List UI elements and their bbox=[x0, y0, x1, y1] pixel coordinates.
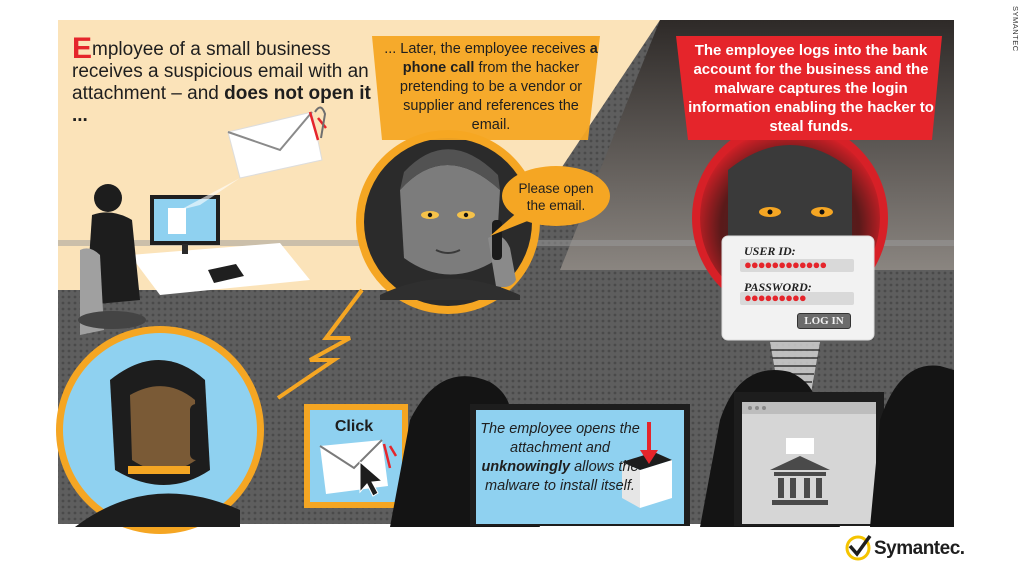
malware-caption-text-1: The employee opens the attachment and bbox=[480, 421, 640, 456]
phone-caption-text-2: from the hacker pretending to be a vendo… bbox=[399, 60, 583, 133]
intro-text-bold: does not open it ... bbox=[72, 83, 371, 126]
speech-bubble-text: Please open the email. bbox=[518, 181, 594, 213]
password-field[interactable]: ●●●●●●●●● bbox=[740, 292, 854, 305]
brand-name: Symantec. bbox=[874, 538, 965, 559]
bank-caption: The employee logs into the bank account … bbox=[682, 41, 940, 136]
malware-caption-text-2: allows the malware to install itself. bbox=[485, 459, 639, 494]
desk-scene bbox=[78, 184, 310, 335]
box-download-icon bbox=[622, 422, 672, 508]
login-button[interactable]: LOG IN bbox=[797, 313, 851, 329]
click-window bbox=[304, 404, 408, 508]
bank-caption-bold: steal funds. bbox=[769, 118, 853, 135]
phone-caption-text-1: ... Later, the employee receives bbox=[384, 41, 590, 57]
phone-caller-portrait bbox=[356, 130, 540, 314]
speech-bubble bbox=[490, 166, 610, 236]
click-label: Click bbox=[334, 418, 374, 435]
phone-call-caption: ... Later, the employee receives a phone… bbox=[382, 40, 600, 135]
cursor-icon bbox=[359, 460, 384, 497]
woman-on-phone-portrait bbox=[56, 326, 264, 534]
phone-caption-bold: a phone call bbox=[402, 41, 598, 76]
bank-caption-text: The employee logs into the bank account … bbox=[688, 42, 934, 116]
lightning-icon bbox=[276, 288, 364, 400]
password-label: PASSWORD: bbox=[744, 280, 812, 294]
bank-caption-banner bbox=[676, 36, 942, 140]
intro-caption: Employee of a small business receives a … bbox=[72, 34, 372, 127]
bank-icon bbox=[770, 456, 830, 505]
malware-caption-bold: unknowingly bbox=[481, 459, 571, 475]
intro-drop-letter: E bbox=[72, 32, 93, 65]
userid-label: USER ID: bbox=[744, 244, 796, 258]
envelope-icon bbox=[180, 106, 327, 210]
malware-caption: The employee opens the attachment and un… bbox=[480, 420, 640, 496]
employee-silhouette-right bbox=[870, 365, 954, 527]
checkmark-logo-icon bbox=[845, 534, 872, 561]
userid-field[interactable]: ●●●●●●●●●●●● bbox=[740, 259, 854, 272]
side-credit: SYMANTEC bbox=[1011, 6, 1020, 52]
phone-caption-banner bbox=[372, 36, 600, 140]
intro-text: mployee of a small business receives a s… bbox=[72, 39, 369, 104]
